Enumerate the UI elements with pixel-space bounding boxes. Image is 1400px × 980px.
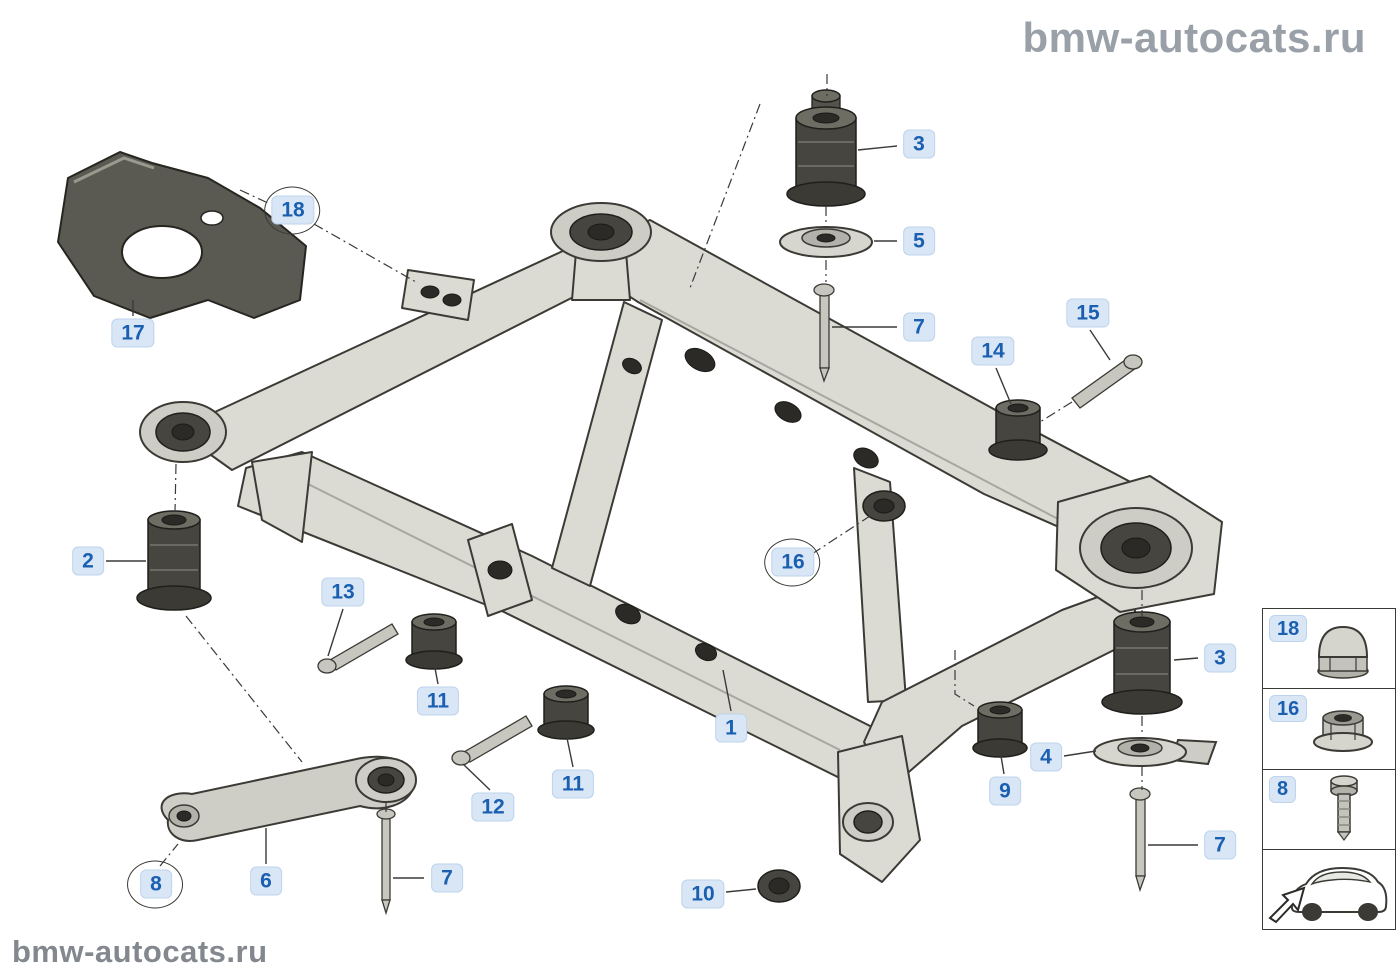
part-9-bushing bbox=[972, 701, 1028, 758]
part-11-bushing-b bbox=[537, 685, 595, 740]
callout-1[interactable]: 1 bbox=[715, 713, 747, 743]
callout-14[interactable]: 14 bbox=[971, 336, 1015, 366]
part-10-bushing bbox=[757, 869, 801, 903]
callout-7-top[interactable]: 7 bbox=[903, 312, 935, 342]
part-6-thrust-arm bbox=[160, 755, 417, 842]
legend-number-16[interactable]: 16 bbox=[1269, 695, 1308, 723]
part-2-bushing bbox=[136, 510, 212, 611]
part-3-right-bushing bbox=[1101, 611, 1183, 715]
callout-11-a[interactable]: 11 bbox=[416, 686, 460, 716]
part-7-bottom-bolt bbox=[376, 808, 396, 916]
callout-16[interactable]: 16 bbox=[771, 547, 815, 577]
callout-17[interactable]: 17 bbox=[111, 318, 155, 348]
callout-7-right[interactable]: 7 bbox=[1204, 830, 1236, 860]
callout-4[interactable]: 4 bbox=[1030, 742, 1062, 772]
legend-item-car bbox=[1263, 850, 1395, 929]
callout-5[interactable]: 5 bbox=[903, 226, 935, 256]
legend-item-16: 16 bbox=[1263, 689, 1395, 770]
callout-8[interactable]: 8 bbox=[140, 869, 172, 899]
part-14-bushing bbox=[988, 399, 1048, 461]
part-17-heat-shield bbox=[57, 151, 307, 319]
part-15-bolt bbox=[1071, 354, 1143, 409]
part-11-bushing-a bbox=[405, 613, 463, 670]
callout-3-top[interactable]: 3 bbox=[903, 129, 935, 159]
callout-2[interactable]: 2 bbox=[72, 546, 104, 576]
watermark-top-right: bmw-autocats.ru bbox=[1022, 14, 1366, 61]
part-7-right-bolt bbox=[1129, 787, 1151, 893]
callout-18[interactable]: 18 bbox=[271, 195, 315, 225]
part-12-bolt bbox=[451, 715, 533, 766]
callout-6[interactable]: 6 bbox=[250, 866, 282, 896]
cap-nut-icon bbox=[1317, 625, 1369, 679]
callout-9[interactable]: 9 bbox=[989, 776, 1021, 806]
part-7-top-bolt bbox=[813, 283, 835, 383]
callout-12[interactable]: 12 bbox=[471, 792, 515, 822]
part-13-bolt bbox=[317, 623, 399, 674]
legend-item-18: 18 bbox=[1263, 609, 1395, 690]
callout-3-right[interactable]: 3 bbox=[1204, 643, 1236, 673]
part-5-washer bbox=[779, 226, 873, 258]
hex-bolt-icon bbox=[1330, 775, 1358, 842]
flange-nut-icon bbox=[1313, 710, 1373, 752]
part-4-washer bbox=[1093, 737, 1218, 767]
leader-lines bbox=[106, 145, 1199, 893]
callout-10[interactable]: 10 bbox=[681, 879, 725, 909]
legend-number-18[interactable]: 18 bbox=[1269, 615, 1308, 642]
car-rear-icon bbox=[1268, 867, 1388, 924]
watermark-bottom-left: bmw-autocats.ru bbox=[12, 934, 268, 969]
subframe-body bbox=[139, 202, 1223, 883]
callout-11-b[interactable]: 11 bbox=[551, 769, 595, 799]
construction-lines bbox=[159, 74, 1143, 867]
legend-item-8: 8 bbox=[1263, 770, 1395, 850]
callout-15[interactable]: 15 bbox=[1066, 298, 1110, 328]
legend-panel: 18 16 8 bbox=[1262, 608, 1396, 930]
callout-7-bottom[interactable]: 7 bbox=[431, 863, 463, 893]
callout-13[interactable]: 13 bbox=[321, 577, 365, 607]
part-3-top-bushing bbox=[786, 89, 866, 207]
legend-number-8[interactable]: 8 bbox=[1269, 775, 1297, 803]
